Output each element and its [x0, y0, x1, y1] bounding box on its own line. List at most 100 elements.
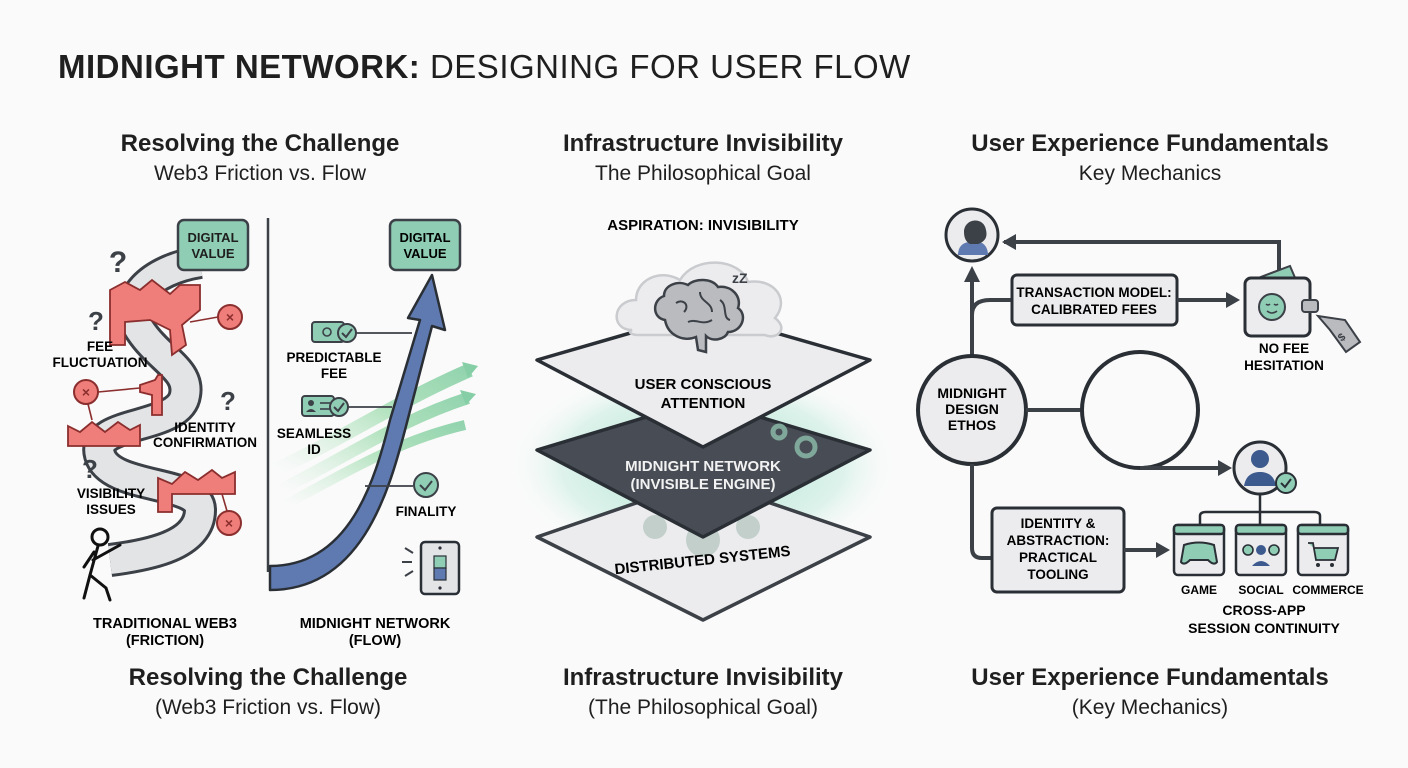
footer-subheading: (Key Mechanics)	[1071, 696, 1229, 719]
flow-caption-2: (FLOW)	[349, 633, 402, 649]
aspiration-label: ASPIRATION: INVISIBILITY	[607, 217, 798, 234]
friction-barrier-2	[139, 374, 163, 416]
question-icon: ?	[82, 454, 98, 484]
flow-arrow	[268, 273, 447, 592]
app-window-commerce	[1296, 523, 1350, 577]
layer-label-midnight-2: (INVISIBLE ENGINE)	[630, 476, 775, 493]
flow-label-predictable-1: PREDICTABLE	[286, 350, 381, 365]
friction-goal-line1: DIGITAL	[187, 230, 238, 245]
layer-label-midnight-1: MIDNIGHT NETWORK	[625, 458, 781, 475]
flow-goal-line2: VALUE	[403, 246, 446, 261]
app-window-social	[1234, 523, 1288, 577]
app-label-commerce: COMMERCE	[1292, 583, 1363, 597]
column-heading-ux: User Experience Fundamentals Key Mechani…	[940, 130, 1360, 186]
layer-user-attention	[535, 310, 872, 449]
friction-caption-1: TRADITIONAL WEB3	[93, 616, 237, 632]
column-heading-invisibility: Infrastructure Invisibility The Philosop…	[493, 130, 913, 186]
question-icon: ?	[109, 246, 127, 279]
connector	[970, 298, 1012, 316]
flow-label-seamless-1: SEAMLESS	[277, 426, 351, 441]
friction-goal-box	[176, 218, 250, 272]
loop-circle	[1080, 350, 1200, 470]
arrowhead	[1226, 292, 1240, 308]
friction-goal-line2: VALUE	[191, 246, 234, 261]
title-light: DESIGNING FOR USER FLOW	[420, 48, 911, 85]
return-arrow	[1004, 240, 1281, 282]
flow-streak	[282, 420, 467, 510]
column-footer-friction: Resolving the Challenge (Web3 Friction v…	[58, 664, 478, 720]
id-card-check-icon	[301, 395, 349, 417]
issue-label-identity-1: IDENTITY	[174, 420, 236, 435]
flow-goal-line1: DIGITAL	[399, 230, 450, 245]
connector	[87, 403, 93, 421]
column-footer-ux: User Experience Fundamentals (Key Mechan…	[940, 664, 1360, 720]
transaction-model-box	[1010, 273, 1179, 327]
flow-streak	[272, 363, 473, 477]
brain-icon	[653, 278, 745, 354]
issue-label-visibility-2: ISSUES	[86, 502, 136, 517]
footer-heading: User Experience Fundamentals	[971, 664, 1329, 691]
flow-streak-arrowhead	[462, 362, 478, 378]
issue-label-fee-2: FLUCTUATION	[53, 355, 148, 370]
connector	[221, 493, 228, 512]
people-icon	[1242, 544, 1280, 566]
flow-streak-arrowhead	[460, 390, 476, 405]
cart-icon	[1308, 542, 1340, 567]
heading: User Experience Fundamentals	[971, 130, 1329, 157]
error-icon-glyph: ×	[82, 384, 90, 400]
heading: Infrastructure Invisibility	[562, 130, 844, 157]
layer-label-user-1: USER CONSCIOUS	[635, 376, 772, 393]
ux-panel: TRANSACTION MODEL: CALIBRATED FEES $ NO …	[916, 207, 1364, 636]
footer-subheading: (Web3 Friction vs. Flow)	[155, 696, 381, 719]
arrowhead	[1218, 460, 1232, 476]
subheading: The Philosophical Goal	[595, 162, 811, 185]
issue-label-visibility-1: VISIBILITY	[77, 486, 145, 501]
verified-user-icon	[1232, 440, 1297, 496]
price-tag-icon: $	[1315, 314, 1362, 354]
invisibility-panel: ASPIRATION: INVISIBILITY DISTRIBUTED SYS…	[503, 217, 903, 622]
app-tree-connector	[1198, 494, 1322, 525]
connector	[97, 387, 141, 393]
flow-goal-box	[388, 218, 462, 272]
gamepad-icon	[1179, 541, 1219, 565]
flow-caption-1: MIDNIGHT NETWORK	[300, 616, 451, 632]
flow-streak	[277, 392, 470, 496]
stick-figure-icon	[82, 527, 122, 602]
transaction-label-2: CALIBRATED FEES	[1031, 302, 1157, 317]
wallet-icon	[1243, 264, 1319, 338]
arrowhead	[964, 266, 980, 282]
error-icon-glyph: ×	[225, 515, 233, 531]
question-icon: ?	[220, 386, 236, 416]
transaction-label-1: TRANSACTION MODEL:	[1016, 285, 1171, 300]
issue-label-identity-2: CONFIRMATION	[153, 435, 257, 450]
app-label-social: SOCIAL	[1238, 583, 1283, 597]
connector	[970, 464, 994, 560]
error-icon	[216, 510, 242, 536]
ethos-label-1: MIDNIGHT	[937, 385, 1007, 401]
app-label-game: GAME	[1181, 583, 1217, 597]
user-avatar-icon	[944, 207, 1000, 263]
light-switch-icon	[402, 540, 461, 596]
no-fee-label-2: HESITATION	[1244, 358, 1324, 373]
column-heading-friction: Resolving the Challenge Web3 Friction vs…	[50, 130, 470, 186]
identity-label-3: PRACTICAL	[1019, 550, 1097, 565]
friction-barrier-1	[109, 278, 201, 357]
question-icon: ?	[88, 306, 104, 336]
continuity-label-1: CROSS-APP	[1222, 602, 1305, 618]
identity-label-4: TOOLING	[1027, 567, 1088, 582]
footer-heading: Resolving the Challenge	[128, 664, 408, 691]
arrowhead	[1156, 542, 1170, 558]
identity-label-2: ABSTRACTION:	[1007, 533, 1110, 548]
friction-barrier-3	[67, 420, 141, 447]
error-icon-glyph: ×	[226, 309, 234, 325]
friction-caption-2: (FRICTION)	[126, 633, 204, 649]
gear-icon	[770, 423, 818, 459]
identity-label-1: IDENTITY &	[1021, 516, 1096, 531]
no-fee-label-1: NO FEE	[1259, 341, 1309, 356]
money-check-icon	[311, 321, 357, 343]
check-circle-icon	[413, 472, 439, 498]
subheading: Web3 Friction vs. Flow	[154, 162, 366, 185]
footer-heading: Infrastructure Invisibility	[562, 664, 844, 691]
friction-barrier-4	[157, 468, 236, 513]
subheading: Key Mechanics	[1078, 162, 1222, 185]
